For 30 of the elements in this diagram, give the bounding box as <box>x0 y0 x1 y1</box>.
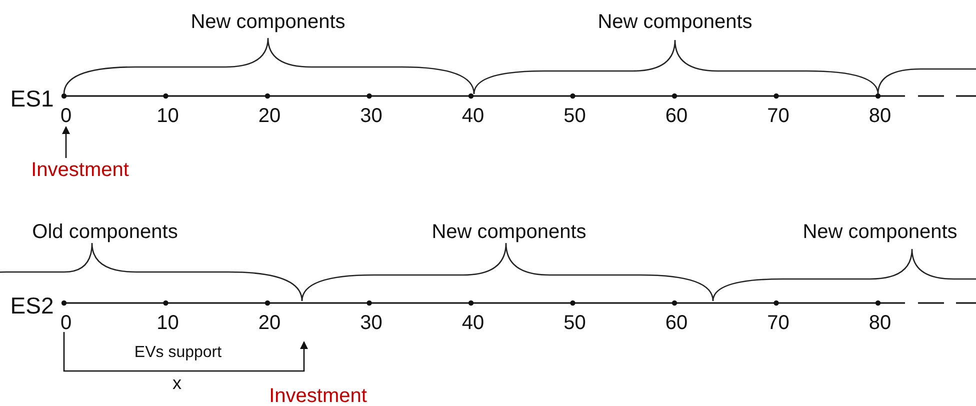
tick-label: 70 <box>767 106 790 126</box>
tick-label: 0 <box>60 313 72 333</box>
brace-label: New components <box>802 222 958 242</box>
tick-label: 80 <box>868 106 892 126</box>
tick-label: 70 <box>767 313 790 333</box>
tick-label: 50 <box>564 106 586 126</box>
interval-label: x <box>172 374 182 392</box>
tick-label: 50 <box>564 313 586 333</box>
tick-label: 40 <box>462 106 484 126</box>
tick-label: 80 <box>868 313 892 333</box>
investment-label: Investment <box>269 386 367 406</box>
tick-label: 60 <box>665 313 688 333</box>
investment-label: Investment <box>31 160 129 180</box>
brace-label: New components <box>190 12 346 32</box>
brace-label: Old components <box>32 222 178 242</box>
tick-label: 20 <box>258 106 281 126</box>
row-label: ES2 <box>10 294 54 318</box>
tick-label: 40 <box>462 313 484 333</box>
tick-label: 20 <box>258 313 281 333</box>
tick-label: 10 <box>156 106 179 126</box>
tick-label: 0 <box>60 106 72 126</box>
tick-label: 60 <box>665 106 688 126</box>
interval-label: EVs support <box>134 345 222 361</box>
brace-label: New components <box>432 222 586 242</box>
tick-label: 30 <box>360 313 382 333</box>
brace-label: New components <box>598 12 752 32</box>
leader-arrow <box>62 126 70 158</box>
row-label: ES1 <box>10 88 54 110</box>
tick-label: 10 <box>156 313 179 333</box>
tick-label: 30 <box>360 106 382 126</box>
